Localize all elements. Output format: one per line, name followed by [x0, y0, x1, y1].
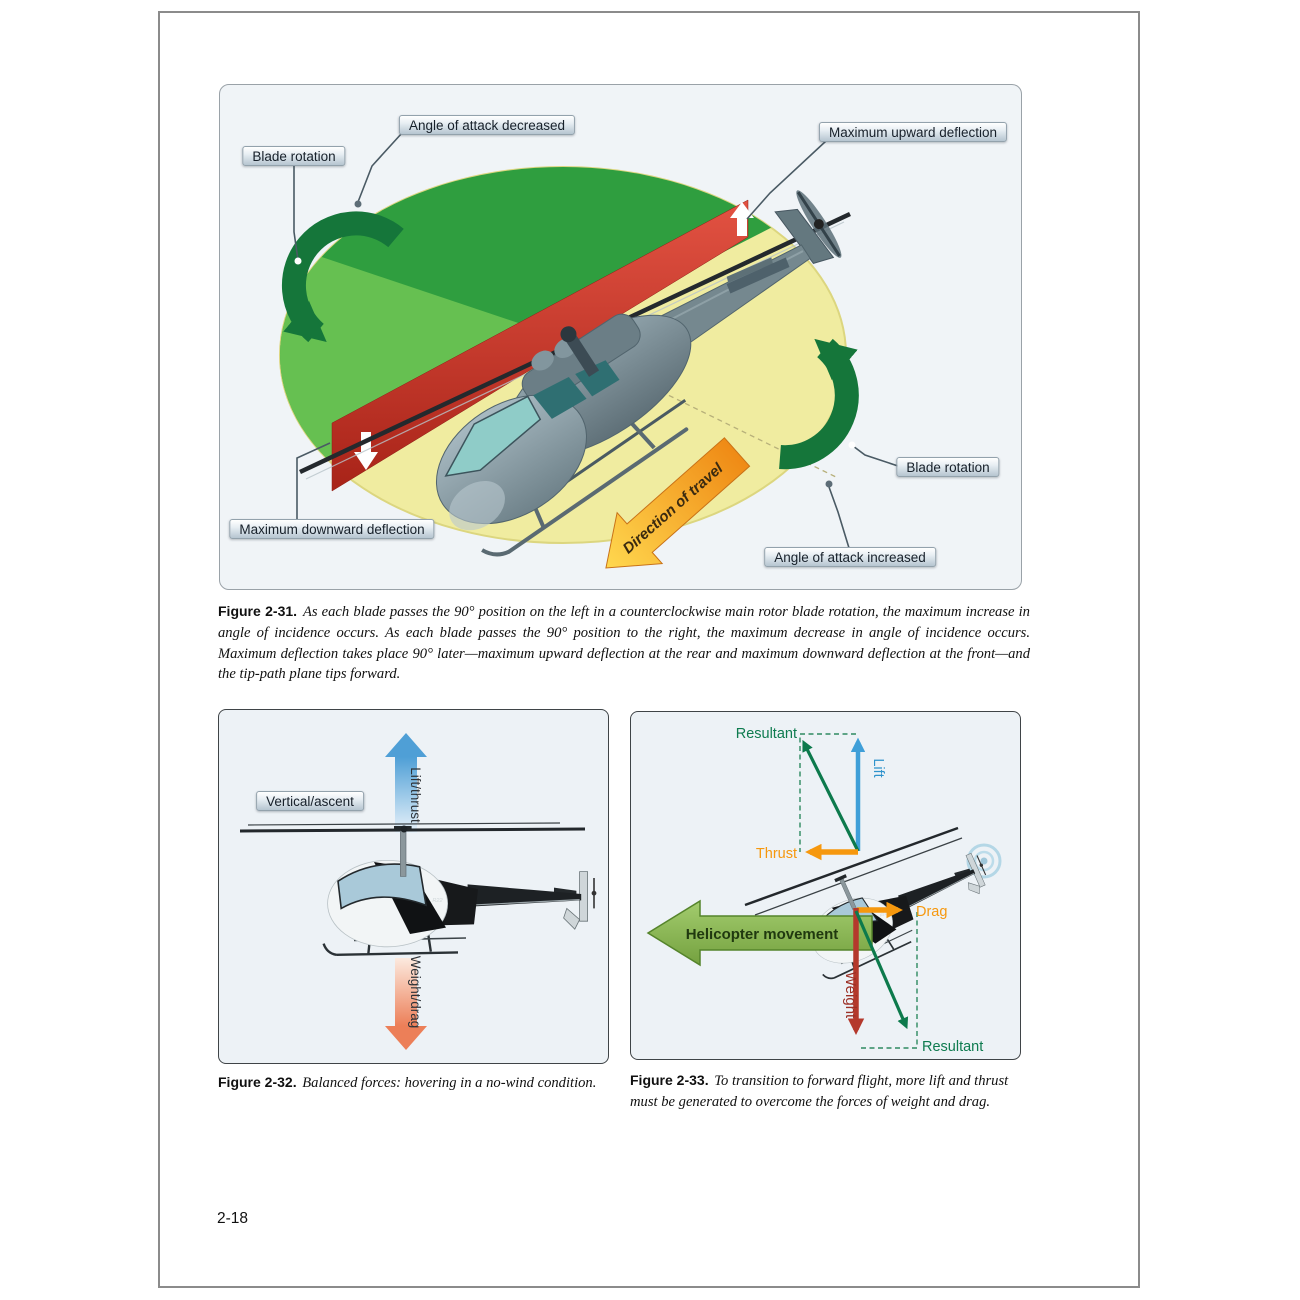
figure-2-33-caption-label: Figure 2-33.: [630, 1072, 709, 1088]
direction-of-travel-arrow: [605, 437, 751, 569]
callout-vertical-ascent: Vertical/ascent: [256, 791, 364, 811]
rotor-blade-line: [744, 826, 959, 907]
figure-2-33-caption: Figure 2-33. To transition to forward fl…: [630, 1070, 1034, 1113]
rotor-blade-line-2: [247, 822, 561, 826]
callout-blade-rotation-left: Blade rotation: [242, 146, 346, 166]
figure-2-31-illustration: Direction of travel: [279, 132, 902, 571]
helicopter-movement-label: Helicopter movement: [686, 926, 839, 943]
weight-drag-label: Weight/drag: [408, 956, 423, 1029]
disc-green-light-wedge: [280, 248, 563, 478]
callout-blade-rotation-right: Blade rotation: [896, 457, 1000, 477]
callout-angle-of-attack-decreased: Angle of attack decreased: [398, 115, 576, 135]
figure-2-33-frame: [630, 711, 1021, 1060]
lift-thrust-arrow: [395, 757, 417, 833]
resultant-bottom-label: Resultant: [922, 1039, 983, 1055]
tail-rotor-swirl: [966, 843, 1002, 879]
figure-2-32-illustration: Lift/thrust Weight/drag: [239, 733, 598, 1050]
blade-rotation-arrow-right: [779, 338, 859, 470]
leader-dot: [848, 441, 856, 449]
resultant-top-label: Resultant: [736, 726, 797, 742]
rotor-blade-line: [239, 827, 586, 833]
thrust-label: Thrust: [756, 846, 797, 862]
lift-thrust-label: Lift/thrust: [408, 767, 423, 823]
drag-label: Drag: [916, 904, 947, 920]
leader-dot: [294, 257, 302, 265]
weight-label: Weight: [842, 972, 859, 1019]
lift-thrust-arrowhead: [385, 733, 427, 757]
helicopter-r22-tilted: [788, 820, 1002, 983]
callout-maximum-downward-deflection: Maximum downward deflection: [229, 519, 435, 539]
resultant-vector-bottom: [854, 910, 909, 1030]
figure-2-33-caption-text: To transition to forward flight, more li…: [630, 1073, 1009, 1110]
callout-maximum-upward-deflection: Maximum upward deflection: [818, 122, 1008, 142]
helicopter-movement-arrow: [646, 899, 873, 967]
figure-2-31-caption-text: As each blade passes the 90° position on…: [218, 604, 1030, 683]
figure-2-33-illustration: Helicopter movement Resultant Lift Thrus…: [646, 726, 1002, 1055]
lift-label: Lift: [870, 758, 886, 777]
figure-2-31-caption: Figure 2-31. As each blade passes the 90…: [218, 601, 1030, 685]
weight-drag-arrow: [395, 958, 417, 1026]
figure-2-32-caption: Figure 2-32. Balanced forces: hovering i…: [218, 1072, 638, 1094]
resultant-vector-top: [802, 739, 860, 852]
upward-deflection-arrow-icon: [730, 202, 754, 236]
rotor-blade-line-2: [754, 837, 963, 916]
deflection-wedge: [331, 199, 749, 492]
weight-drag-arrowhead: [385, 1026, 427, 1050]
helicopter-r22: [322, 824, 598, 956]
callout-leader-lines: [293, 132, 902, 549]
blade-rotation-arrow-left: [281, 211, 404, 343]
leader-dot: [825, 480, 833, 488]
vector-dashed-guides: [799, 733, 918, 1049]
figure-2-32-caption-label: Figure 2-32.: [218, 1074, 297, 1090]
figure-2-32-caption-text: Balanced forces: hovering in a no-wind c…: [302, 1075, 597, 1091]
callout-angle-of-attack-increased: Angle of attack increased: [764, 547, 936, 567]
rotor-hub: [400, 825, 408, 833]
page-number: 2-18: [217, 1210, 249, 1227]
leader-dot: [354, 200, 362, 208]
figure-2-31-caption-label: Figure 2-31.: [218, 603, 298, 619]
